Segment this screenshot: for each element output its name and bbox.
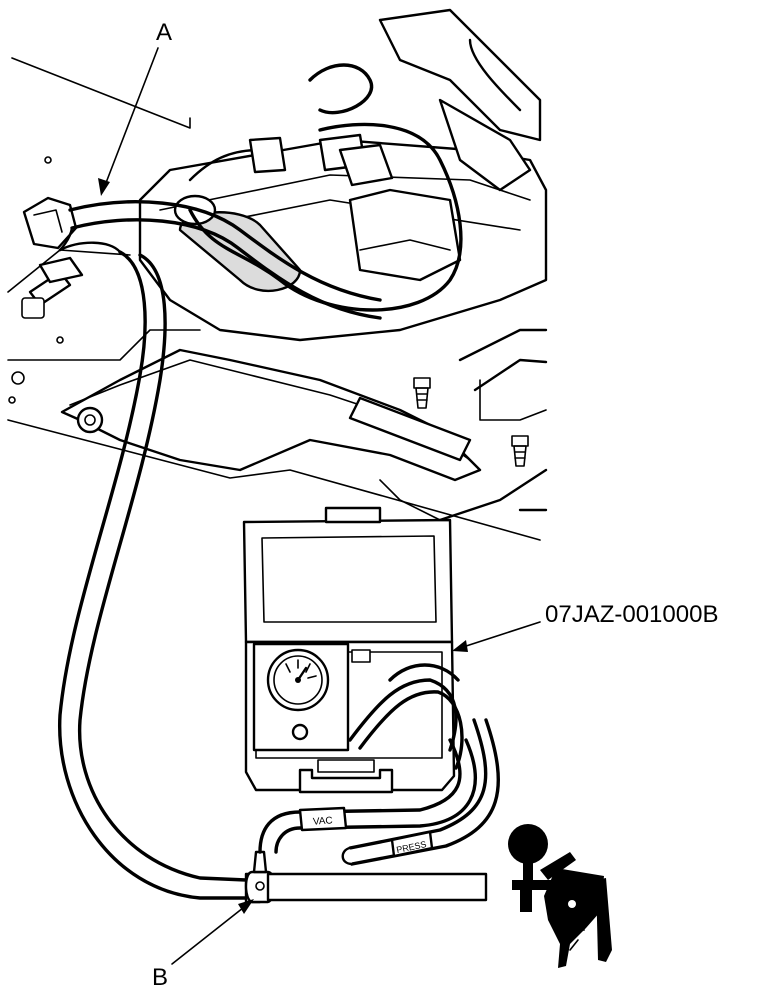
callout-b: B bbox=[152, 899, 254, 991]
vac-tag-label: VAC bbox=[313, 815, 334, 827]
press-tag: PRESS bbox=[390, 830, 434, 858]
hand-vacuum-pump bbox=[508, 824, 612, 968]
tester-hoses: VAC PRESS bbox=[258, 718, 500, 866]
tool-number-label: 07JAZ-001000B bbox=[545, 601, 718, 628]
hose-a bbox=[22, 196, 382, 900]
callout-a-label: A bbox=[156, 19, 172, 46]
vac-tag: VAC bbox=[298, 806, 348, 832]
callout-a: A bbox=[98, 19, 172, 196]
bolt-1 bbox=[413, 377, 431, 409]
tester-case bbox=[242, 506, 464, 794]
callout-b-label: B bbox=[152, 964, 168, 991]
bolt-2 bbox=[511, 435, 529, 467]
tee-fitting-b bbox=[244, 850, 488, 904]
callout-tool: 07JAZ-001000B bbox=[452, 601, 718, 652]
pressure-gauge bbox=[266, 648, 330, 712]
